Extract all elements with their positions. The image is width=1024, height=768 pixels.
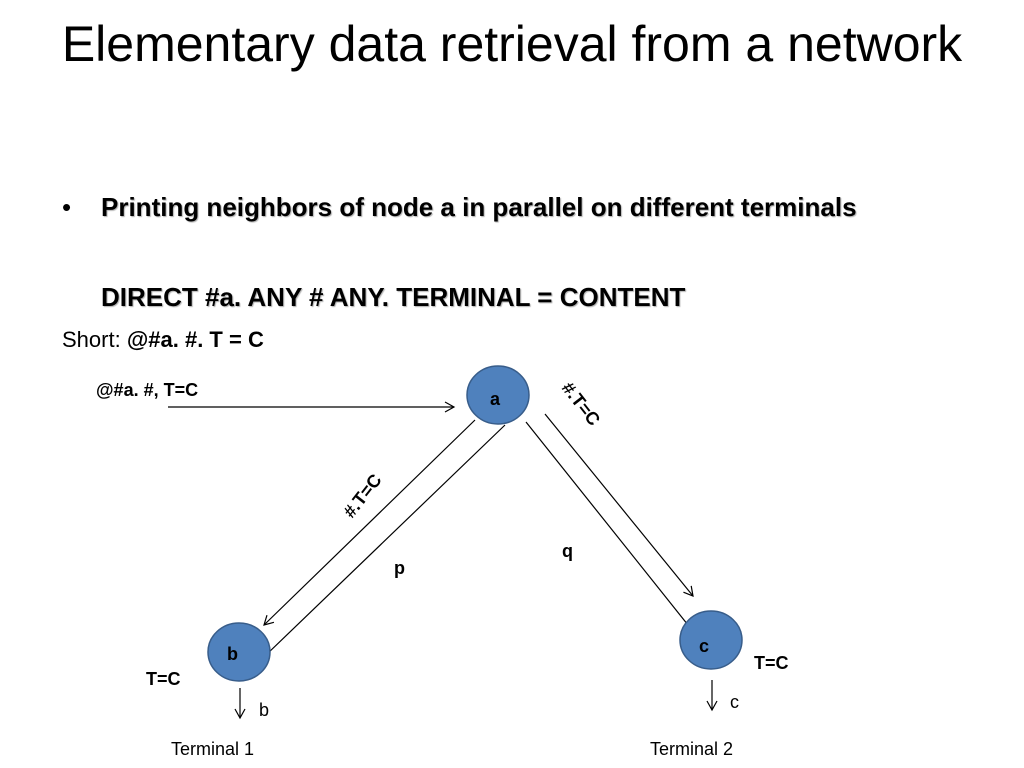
node-c-label: c <box>699 636 709 656</box>
bullet-text: Printing neighbors of node a in parallel… <box>101 192 857 222</box>
edge-label-q: q <box>562 541 573 561</box>
node-c: c <box>679 610 743 670</box>
direct-command: DIRECT #a. ANY # ANY. TERMINAL = CONTENT <box>101 282 686 312</box>
node-b-label: b <box>227 644 238 664</box>
terminal-c-assign: T=C <box>754 653 789 673</box>
node-b: b <box>207 622 271 682</box>
short-command: Short: @#a. #. T = C <box>62 325 264 355</box>
terminal-b-assign: T=C <box>146 669 181 689</box>
bullet-dot-icon: • <box>62 192 72 222</box>
node-a: a <box>466 365 530 425</box>
edge-label-ac: #.T=C <box>558 378 604 429</box>
output-c: c <box>730 692 739 712</box>
terminal-1-label: Terminal 1 <box>171 739 254 759</box>
edge-p-line <box>265 424 506 656</box>
edge-label-p: p <box>394 558 405 578</box>
short-prefix: Short: <box>62 327 121 352</box>
input-label: @#a. #, T=C <box>96 380 198 400</box>
edge-q-line <box>525 421 689 626</box>
message-arrow-a-to-c <box>544 413 694 597</box>
short-code: @#a. #. T = C <box>126 327 264 352</box>
terminal-2-label: Terminal 2 <box>650 739 733 759</box>
message-arrow-a-to-b <box>263 419 476 626</box>
output-b: b <box>259 700 269 720</box>
node-a-label: a <box>490 389 501 409</box>
slide-title: Elementary data retrieval from a network <box>61 16 963 72</box>
